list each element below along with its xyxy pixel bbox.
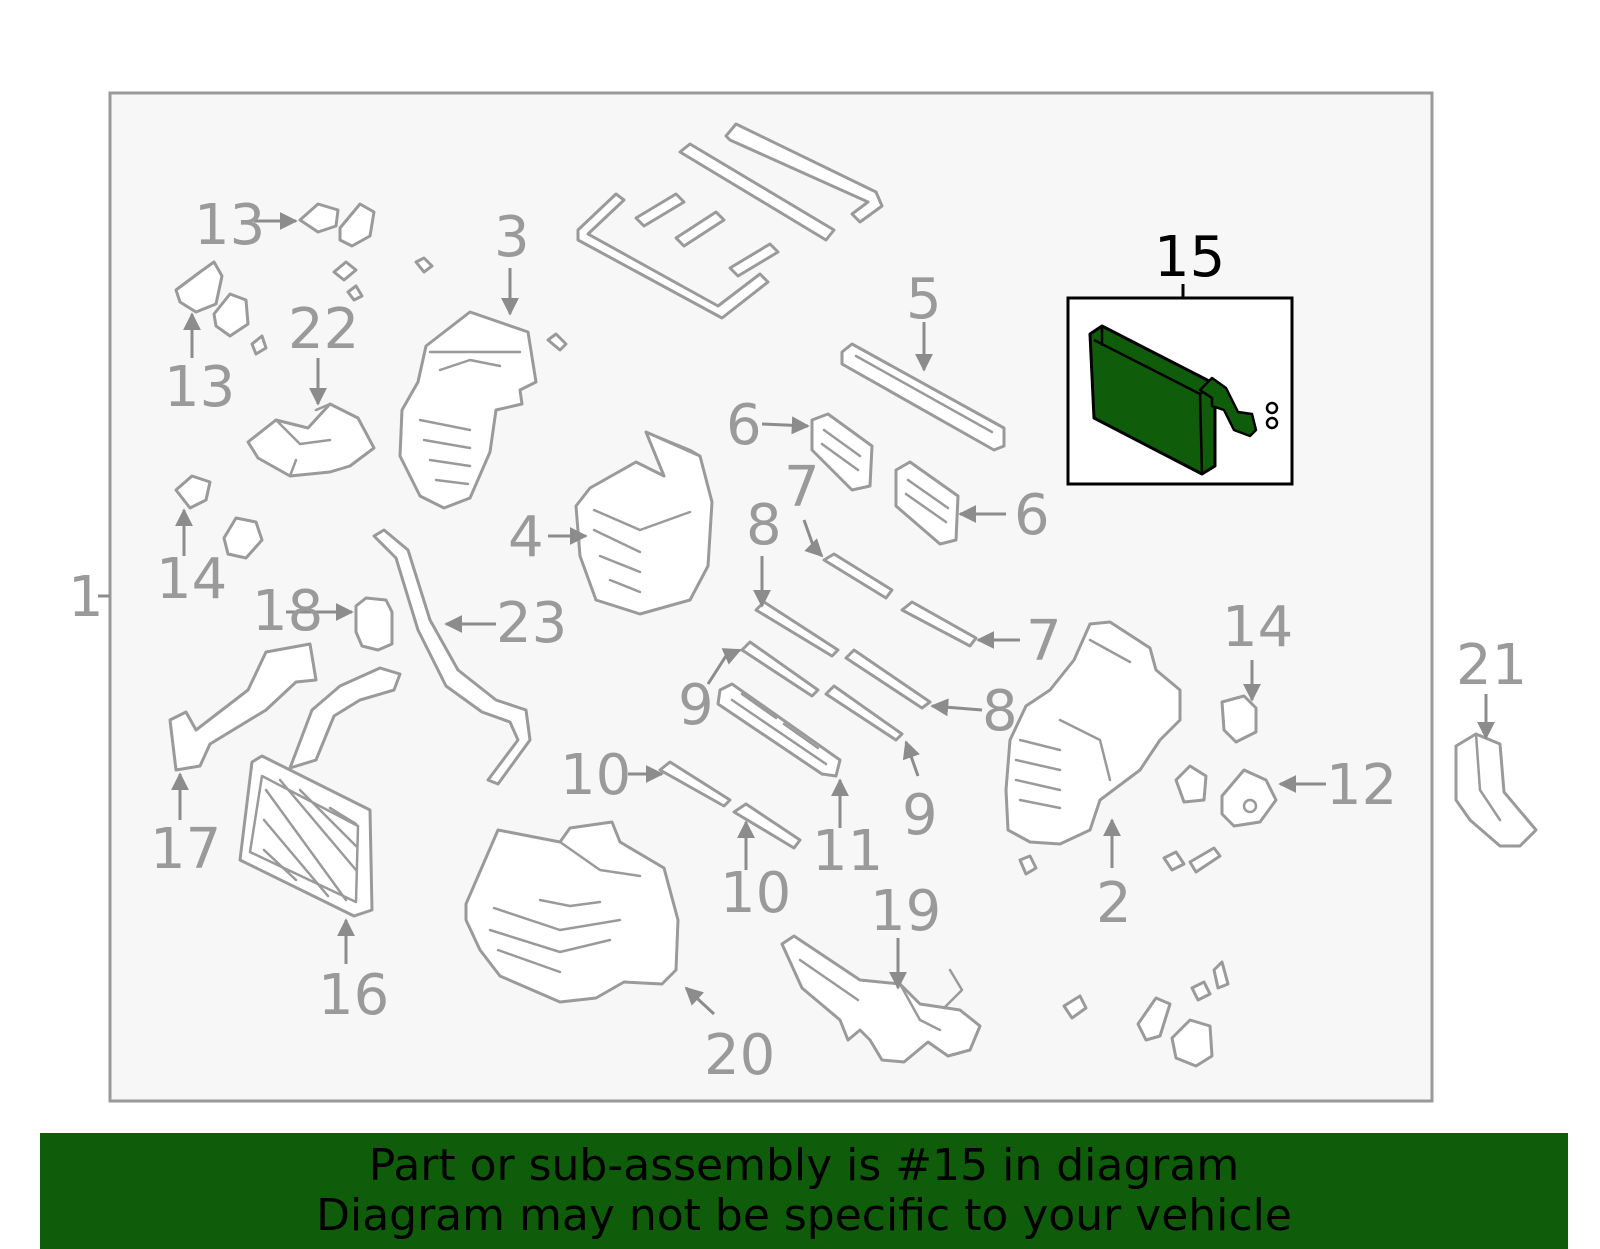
callout-9-b: 9 bbox=[902, 783, 938, 848]
callout-8-a: 8 bbox=[746, 493, 782, 558]
callout-15[interactable]: 15 bbox=[1154, 225, 1225, 290]
part-13-left bbox=[174, 260, 364, 356]
callout-12: 12 bbox=[1326, 753, 1397, 818]
callout-21: 21 bbox=[1456, 633, 1527, 698]
callout-5: 5 bbox=[906, 267, 942, 332]
info-banner: Part or sub-assembly is #15 in diagram D… bbox=[40, 1133, 1568, 1249]
part-17 bbox=[168, 642, 318, 772]
seal-strips bbox=[576, 122, 884, 320]
callout-9-a: 9 bbox=[678, 673, 714, 738]
callout-2: 2 bbox=[1096, 871, 1132, 936]
part-6-a bbox=[810, 412, 874, 492]
callout-22: 22 bbox=[288, 297, 359, 362]
banner-line-2: Diagram may not be specific to your vehi… bbox=[316, 1190, 1292, 1241]
callout-16: 16 bbox=[318, 963, 389, 1028]
part-3 bbox=[398, 256, 568, 510]
banner-line-1: Part or sub-assembly is #15 in diagram bbox=[368, 1140, 1240, 1191]
callout-1: 1 bbox=[68, 565, 104, 630]
callout-14-b: 14 bbox=[1222, 595, 1293, 660]
callout-17: 17 bbox=[150, 817, 221, 882]
callout-8-b: 8 bbox=[982, 679, 1018, 744]
part-14-left bbox=[174, 474, 264, 560]
part-19 bbox=[780, 934, 982, 1064]
part-5 bbox=[840, 342, 1006, 452]
part-23 bbox=[372, 528, 532, 786]
link-parts bbox=[658, 552, 978, 850]
part-14-right bbox=[1220, 694, 1258, 744]
callout-18: 18 bbox=[252, 579, 323, 644]
leader-lines bbox=[171, 212, 1495, 1016]
part-4 bbox=[574, 430, 714, 616]
callout-13-b: 13 bbox=[164, 355, 235, 420]
part-13-top bbox=[298, 202, 376, 248]
callout-6-b: 6 bbox=[1014, 483, 1050, 548]
callout-labels: 1 2 3 4 5 6 6 7 7 8 8 9 9 10 10 11 12 13… bbox=[68, 193, 1527, 1088]
part-15-shape bbox=[1088, 324, 1279, 476]
callout-6-a: 6 bbox=[726, 393, 762, 458]
part-2 bbox=[1004, 620, 1182, 876]
callout-7-b: 7 bbox=[1026, 609, 1062, 674]
part-12 bbox=[1220, 768, 1278, 828]
callout-11: 11 bbox=[812, 819, 883, 884]
diagram-panel bbox=[108, 91, 1434, 1103]
callout-20: 20 bbox=[704, 1023, 775, 1088]
misc-clips-bottom bbox=[1062, 960, 1230, 1068]
callout-23: 23 bbox=[496, 591, 567, 656]
callout-4: 4 bbox=[508, 505, 544, 570]
part-15-highlight-box[interactable] bbox=[1066, 284, 1294, 486]
callout-3: 3 bbox=[494, 205, 530, 270]
callout-10-b: 10 bbox=[720, 861, 791, 926]
callout-13-a: 13 bbox=[194, 193, 265, 258]
callout-7-a: 7 bbox=[784, 455, 820, 520]
callout-19: 19 bbox=[870, 879, 941, 944]
part-20 bbox=[464, 820, 680, 1004]
part-16 bbox=[238, 666, 402, 918]
callout-14-a: 14 bbox=[156, 547, 227, 612]
part-22 bbox=[246, 402, 376, 478]
callout-10-a: 10 bbox=[560, 743, 631, 808]
misc-clip-right bbox=[1162, 764, 1222, 874]
part-18 bbox=[354, 596, 394, 652]
part-6-b bbox=[894, 460, 960, 546]
part-21 bbox=[1454, 732, 1538, 848]
